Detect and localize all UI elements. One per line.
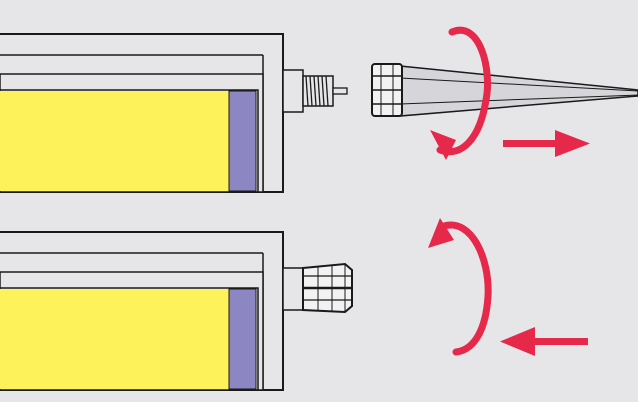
top-cartridge-assembly xyxy=(0,26,638,193)
arrow-left-icon xyxy=(500,327,588,356)
bottom-neck-block xyxy=(282,267,304,311)
top-nozzle xyxy=(371,63,638,117)
top-threaded-nipple xyxy=(302,75,348,107)
rotate-clockwise-icon xyxy=(440,221,492,356)
arrow-right-icon xyxy=(503,130,590,157)
rotate-counterclockwise-icon xyxy=(436,26,491,156)
bottom-cartridge-assembly xyxy=(0,218,588,391)
bottom-nozzle-cap xyxy=(302,262,353,314)
bottom-material-fill xyxy=(0,289,229,389)
top-neck-block xyxy=(282,69,304,113)
top-piston xyxy=(228,90,257,192)
bottom-piston xyxy=(228,288,257,390)
top-material-fill xyxy=(0,91,229,191)
